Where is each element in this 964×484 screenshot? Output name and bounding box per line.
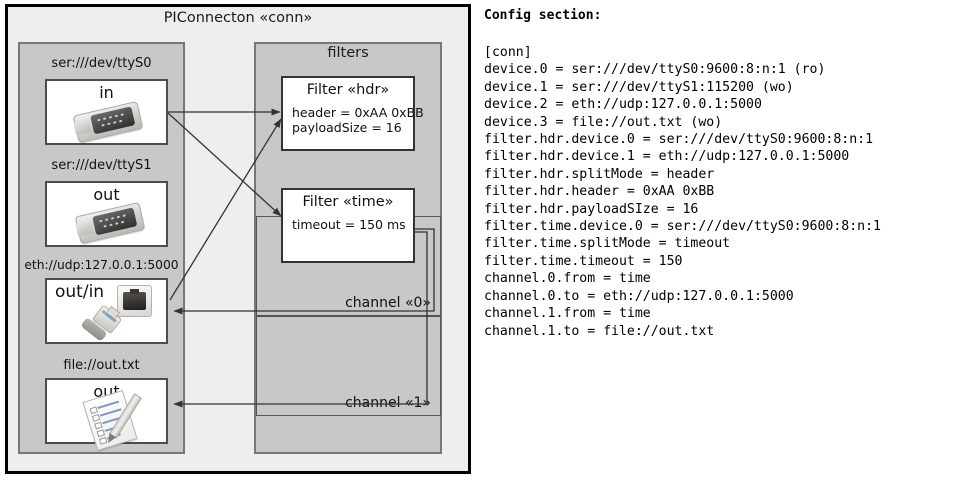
device-label-ttyS1: ser:///dev/ttyS1	[51, 158, 152, 173]
device-direction-ttyS0: in	[99, 83, 114, 102]
filter-attrs-hdr: header = 0xAA 0xBB payloadSize = 16	[292, 105, 424, 135]
device-card-file[interactable]: out	[45, 378, 168, 452]
serial-port-icon	[74, 201, 146, 245]
device-label-file: file://out.txt	[63, 358, 140, 373]
device-label-eth: eth://udp:127.0.0.1:5000	[24, 258, 179, 272]
device-label-ttyS0: ser:///dev/ttyS0	[51, 56, 152, 71]
filter-attrs-time-overlay: timeout = 150 ms	[292, 217, 406, 232]
filter-title-time-overlay: Filter «time»	[302, 194, 394, 210]
device-card-ttyS0[interactable]: in	[45, 79, 168, 145]
ethernet-connector-icon	[117, 285, 152, 317]
filters-panel-title: filters	[327, 45, 369, 61]
config-listing: [conn] device.0 = ser:///dev/ttyS0:9600:…	[484, 45, 881, 339]
channel-label-1: channel «1»	[345, 395, 431, 411]
channel-box-1[interactable]: channel «1»	[256, 316, 441, 416]
config-pane: Config section: [conn] device.0 = ser://…	[482, 0, 962, 484]
device-card-eth[interactable]: out/in	[45, 278, 168, 344]
filter-box-hdr[interactable]: Filter «hdr» header = 0xAA 0xBB payloadS…	[281, 76, 424, 151]
channel-label-0: channel «0»	[345, 295, 431, 311]
device-direction-ttyS1: out	[93, 185, 120, 204]
device-card-ttyS1[interactable]: out	[45, 181, 168, 247]
device-direction-eth: out/in	[55, 282, 105, 302]
filter-title-hdr: Filter «hdr»	[306, 82, 390, 98]
diagram-title: PIConnecton «conn»	[163, 10, 313, 26]
config-heading: Config section:	[484, 8, 602, 23]
filter-box-time-overlay[interactable]: Filter «time» timeout = 150 ms	[281, 188, 415, 263]
serial-port-icon	[72, 100, 144, 144]
